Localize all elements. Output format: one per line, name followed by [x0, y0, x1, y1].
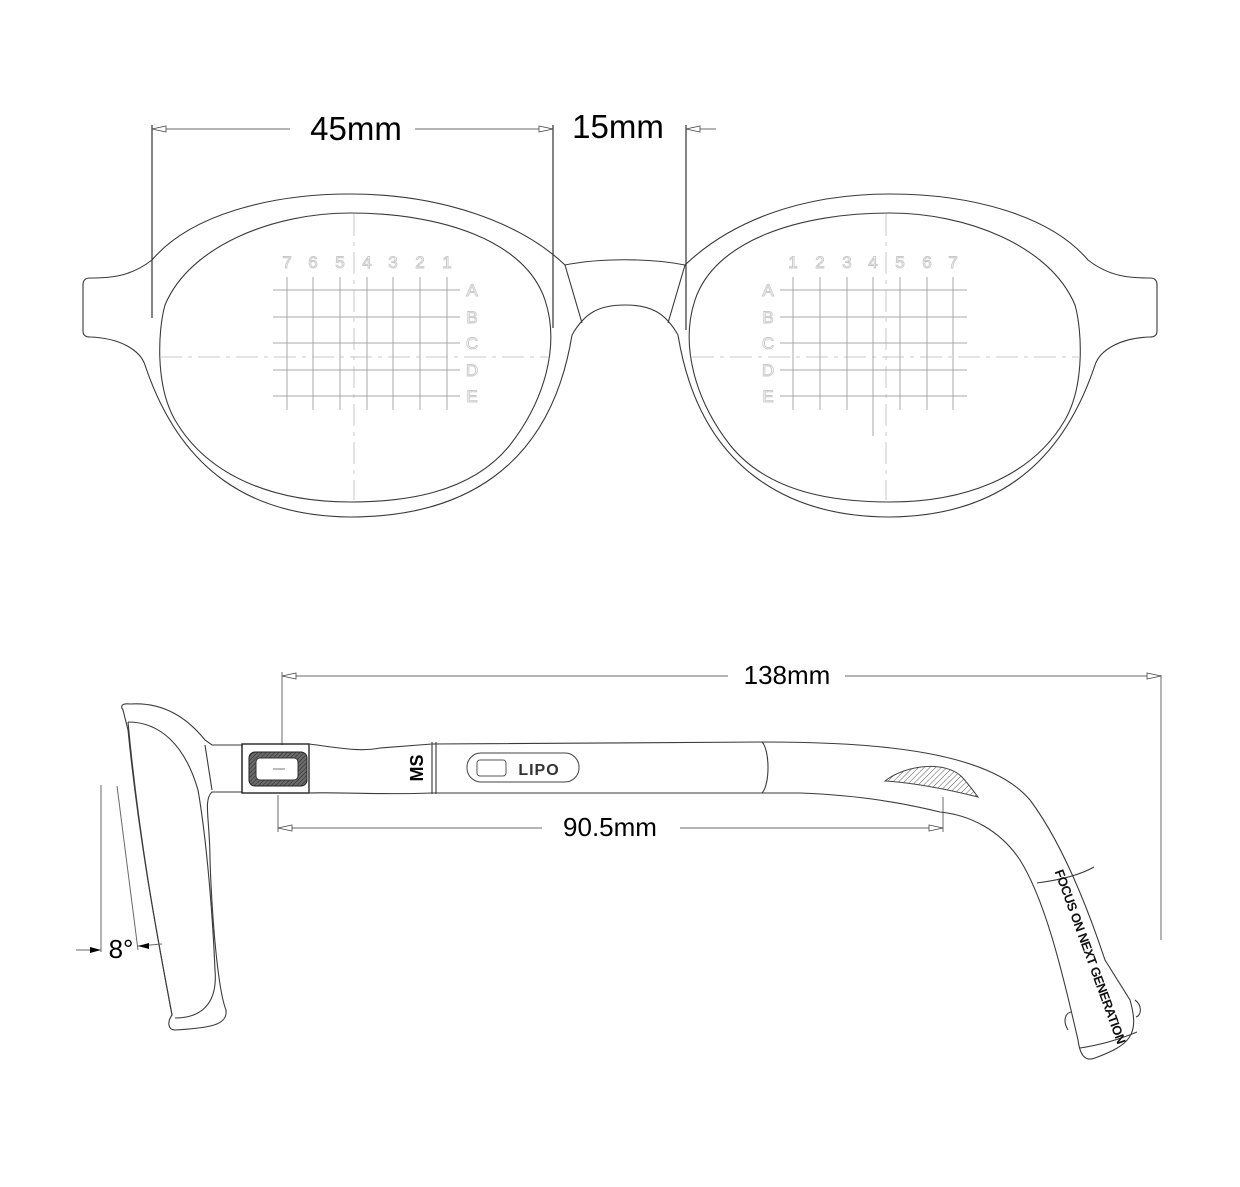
- front-view: 45mm 15mm: [82, 108, 1158, 518]
- grid-col-label: 5: [335, 253, 344, 272]
- grid-col-label: 6: [308, 253, 317, 272]
- frame-outer-outline: [82, 193, 1158, 518]
- grid-row-label: C: [762, 334, 774, 353]
- bridge-width-label: 15mm: [572, 108, 664, 145]
- lens-width-dimension: 45mm: [151, 110, 554, 328]
- grid-row-label: E: [466, 387, 477, 406]
- grid-col-label: 2: [815, 253, 824, 272]
- left-lens: 1 2 3 4 5 6 7 A B C D E: [688, 212, 1081, 503]
- grid-col-label: 7: [282, 253, 291, 272]
- grip-pad: [883, 765, 980, 798]
- grid-col-label: 7: [948, 253, 957, 272]
- right-lens: 7 6 5 4 3 2 1 A B C D E: [159, 212, 552, 503]
- grid-col-label: 4: [362, 253, 371, 272]
- grid-col-label: 3: [388, 253, 397, 272]
- pantoscopic-angle-label: 8°: [109, 934, 134, 964]
- grid-col-label: 4: [868, 253, 877, 272]
- lens-width-label: 45mm: [310, 110, 402, 147]
- grid-col-label: 6: [922, 253, 931, 272]
- grid-col-label: 3: [842, 253, 851, 272]
- grid-row-label: E: [762, 387, 773, 406]
- temple-length-dimension: 138mm: [281, 660, 1162, 940]
- grid-row-label: D: [466, 361, 478, 380]
- grid-row-label: A: [762, 281, 774, 300]
- grid-row-label: C: [466, 334, 478, 353]
- left-lens-grid: 1 2 3 4 5 6 7 A B C D E: [761, 253, 967, 436]
- brand-badge: [466, 752, 580, 783]
- grid-row-label: D: [762, 361, 774, 380]
- right-lens-grid: 7 6 5 4 3 2 1 A B C D E: [273, 253, 479, 410]
- straight-length-label: 90.5mm: [563, 812, 657, 842]
- bridge-edge-left: [564, 264, 583, 324]
- grid-col-label: 1: [788, 253, 797, 272]
- side-view: 138mm 90.5mm 8°: [76, 660, 1162, 1060]
- grid-col-label: 1: [442, 253, 451, 272]
- grid-col-label: 2: [415, 253, 424, 272]
- size-code-label: MS: [407, 755, 427, 782]
- straight-length-dimension: 90.5mm: [277, 795, 944, 842]
- grid-col-label: 5: [895, 253, 904, 272]
- grid-row-label: A: [466, 281, 478, 300]
- front-frame-profile: [121, 703, 243, 1031]
- bridge-edge-right: [667, 264, 686, 324]
- grid-row-label: B: [466, 308, 477, 327]
- brand-label: LIPO: [518, 762, 559, 779]
- grid-row-label: B: [762, 308, 773, 327]
- temple-length-label: 138mm: [744, 660, 831, 690]
- bridge-width-dimension: 15mm: [572, 108, 716, 330]
- tip-slogan-label: FOCUS ON NEXT GENERATION: [1052, 867, 1129, 1045]
- temple-arm: MS LIPO FOCUS ON NEXT GENERATION: [241, 741, 1141, 1060]
- pantoscopic-angle-dimension: 8°: [76, 785, 163, 964]
